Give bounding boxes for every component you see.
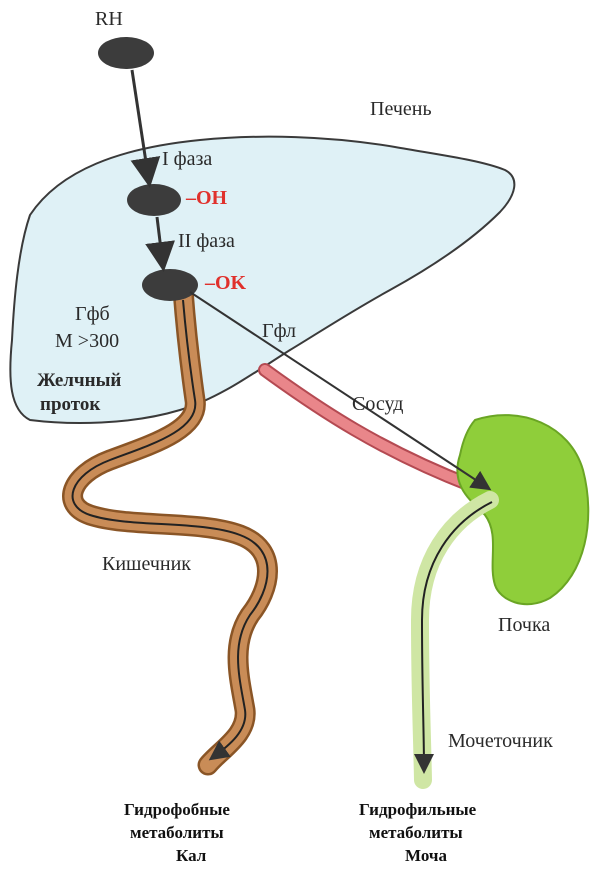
label-gfb: Гфб — [75, 303, 110, 325]
label-ureter: Мочеточник — [448, 730, 553, 752]
label-hydrophobic-1: Гидрофобные — [124, 800, 230, 819]
vessel-inner — [260, 365, 475, 490]
label-bile-duct-2: проток — [40, 394, 100, 415]
kidney-shape — [456, 414, 590, 606]
label-kidney: Почка — [498, 614, 550, 636]
arrow-rh-to-phase1 — [130, 69, 161, 188]
ureter-flow-arrow — [413, 501, 493, 774]
label-ok: –OK — [204, 272, 247, 294]
node-phase1 — [127, 184, 181, 216]
label-hydrophilic-2: метаболиты — [369, 823, 463, 842]
arrow-phase1-to-phase2 — [145, 216, 175, 272]
intestine-flow-arrow — [71, 299, 269, 761]
label-phase1: I фаза — [162, 148, 212, 170]
label-hydrophobic-2: метаболиты — [130, 823, 224, 842]
node-phase2 — [142, 269, 198, 301]
label-gfl: Гфл — [262, 320, 296, 342]
label-phase2: II фаза — [178, 230, 235, 252]
label-vessel: Сосуд — [352, 393, 403, 415]
node-rh — [98, 37, 154, 69]
ureter-shape — [410, 491, 499, 789]
label-hydrophilic-3: Моча — [405, 846, 447, 865]
label-oh: –OH — [185, 187, 228, 209]
arrow-to-kidney — [189, 291, 492, 491]
label-bile-duct-1: Желчный — [37, 370, 121, 391]
label-intestine: Кишечник — [102, 553, 191, 575]
label-hydrophobic-3: Кал — [176, 846, 207, 865]
label-rh: RH — [95, 8, 123, 30]
label-liver: Печень — [370, 98, 432, 120]
label-mass: M >300 — [55, 330, 119, 352]
label-hydrophilic-1: Гидрофильные — [359, 800, 477, 819]
